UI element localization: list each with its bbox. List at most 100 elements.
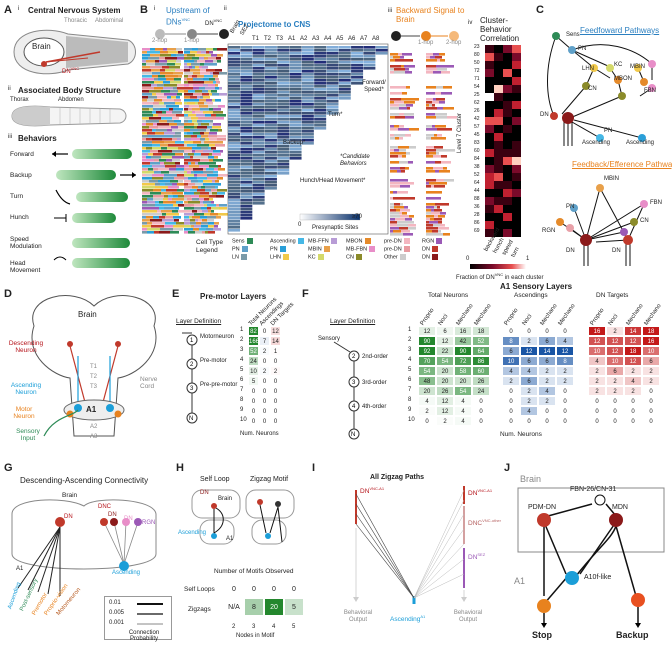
- celltype-cell: [203, 111, 213, 114]
- backward-cell: [404, 65, 415, 68]
- heat-cell: 4: [538, 386, 556, 396]
- projectome-cell: [228, 115, 241, 118]
- projectome-cell: [338, 88, 351, 91]
- celltype-cell: [184, 180, 191, 183]
- celltype-cell: [198, 123, 201, 126]
- projectome-cell: [301, 58, 314, 61]
- col-header: Mechano: [625, 303, 645, 327]
- segment-label: T1: [252, 36, 260, 42]
- celltype-cell: [184, 162, 188, 165]
- celltype-cell: [166, 111, 172, 114]
- celltype-cell: [213, 123, 221, 126]
- celltype-cell: [204, 63, 211, 66]
- projectome-cell: [289, 85, 302, 88]
- cluster-cell: [512, 125, 521, 133]
- cluster-cell: [485, 93, 494, 101]
- projectome-cell: [252, 184, 265, 187]
- node-label: RGN: [542, 228, 556, 234]
- heat-cell: 0: [556, 396, 574, 406]
- celltype-cell: [190, 156, 193, 159]
- celltype-cell: [197, 174, 207, 177]
- iv-scale-max: 1: [526, 256, 530, 262]
- projectome-cell: [228, 190, 241, 193]
- celltype-cell: [153, 114, 158, 117]
- celltype-cell: [152, 174, 164, 177]
- heat-cell: 2: [270, 366, 281, 376]
- celltype-cell: [211, 54, 217, 57]
- celltype-cell: [184, 195, 191, 198]
- celltype-cell: [142, 219, 150, 222]
- panel-letter: F: [302, 288, 309, 300]
- celltype-cell: [165, 222, 176, 225]
- backward-cell: [426, 227, 432, 230]
- projectome-cell: [326, 109, 339, 112]
- backward-cell: [390, 155, 398, 158]
- backward-cell: [446, 128, 452, 131]
- projectome-cell: [277, 106, 290, 109]
- celltype-cell: [160, 183, 165, 186]
- row-label: Self Loops: [184, 586, 215, 593]
- backward-cell: [390, 224, 397, 227]
- celltype-cell: [142, 117, 149, 120]
- celltype-cell: [191, 180, 198, 183]
- projectome-cell: [289, 115, 302, 118]
- projectome-cell: [277, 46, 290, 49]
- celltype-cell: [188, 108, 192, 111]
- motor-label: Motor Neuron: [13, 406, 35, 420]
- backward-cell: [395, 137, 399, 140]
- backward-cell: [405, 218, 412, 221]
- backward-cell: [435, 161, 441, 164]
- cluster-cell: [485, 229, 494, 237]
- projectome-cell: [228, 121, 241, 124]
- celltype-cell: [160, 108, 169, 111]
- projectome-cell: [240, 193, 253, 196]
- backward-cell: [434, 218, 442, 221]
- f-group: Total Neurons: [428, 292, 469, 299]
- projectome-cell: [240, 184, 253, 187]
- celltype-cell: [209, 138, 217, 141]
- celltype-cell: [213, 159, 223, 162]
- stop-label: Stop: [532, 630, 552, 640]
- backward-cell: [429, 146, 434, 149]
- projectome-cell: [277, 130, 290, 133]
- projectome-cell: [277, 154, 290, 157]
- seg-label: T2: [90, 374, 98, 380]
- celltype-cell: [190, 219, 195, 222]
- celltype-cell: [165, 183, 172, 186]
- projectome-cell: [264, 154, 277, 157]
- node-label: DN: [612, 248, 621, 254]
- celltype-cell: [195, 66, 199, 69]
- cluster-id: 38: [474, 164, 480, 170]
- backward-cell: [437, 68, 447, 71]
- heat-cell: 72: [454, 356, 472, 366]
- heat-cell: 1: [270, 346, 281, 356]
- celltype-cell: [184, 132, 187, 135]
- projectome-cell: [252, 127, 265, 130]
- col-header: Noci: [521, 313, 534, 327]
- heat-cell: 26: [436, 386, 454, 396]
- legend-swatch: [330, 238, 337, 244]
- celltype-cell: [200, 63, 204, 66]
- abdomen-label: Abdomen: [58, 97, 84, 103]
- celltype-cell: [216, 204, 219, 207]
- heat-cell: 10: [606, 356, 624, 366]
- celltype-cell: [169, 108, 173, 111]
- conn-title: Connection Probability: [128, 630, 160, 642]
- projectome-cell: [264, 115, 277, 118]
- cluster-cell: [485, 109, 494, 117]
- celltype-cell: [196, 114, 205, 117]
- celltype-cell: [142, 222, 147, 225]
- celltype-cell: [142, 135, 148, 138]
- backward-cell: [426, 197, 431, 200]
- cluster-cell: [503, 205, 512, 213]
- projectome-cell: [228, 178, 241, 181]
- celltype-cell: [214, 222, 219, 225]
- projectome-cell: [277, 166, 290, 169]
- backward-cell: [406, 104, 413, 107]
- backward-hop-diagram: [391, 31, 459, 41]
- backward-cell: [436, 152, 439, 155]
- celltype-cell: [159, 207, 164, 210]
- projectome-cell: [264, 64, 277, 67]
- backward-cell: [396, 86, 406, 89]
- segment-label: A2: [300, 36, 308, 42]
